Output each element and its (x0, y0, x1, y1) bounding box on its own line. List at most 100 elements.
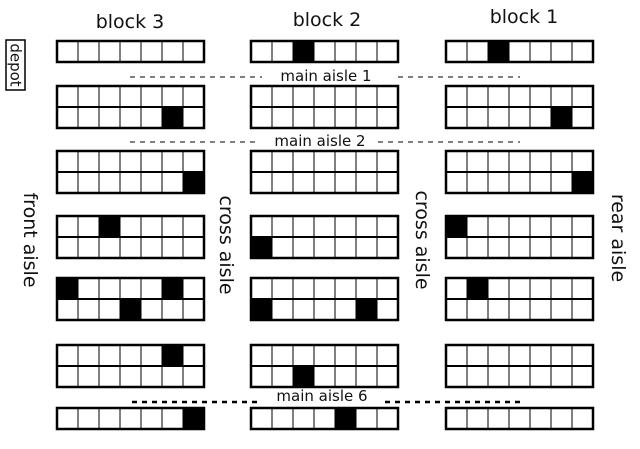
rack-block-1-row-4 (444, 214, 595, 260)
storage-slot (77, 215, 100, 238)
storage-slot (77, 40, 100, 63)
rack-divider (251, 365, 398, 367)
storage-slot-picked (466, 277, 489, 300)
storage-slot (140, 150, 163, 173)
rack-block-2-row-2 (249, 84, 400, 130)
storage-slot (77, 344, 100, 367)
storage-slot (571, 407, 594, 430)
storage-slot (98, 171, 121, 194)
rack-block-2-row-5 (249, 276, 400, 322)
storage-slot (98, 277, 121, 300)
storage-slot-picked (250, 236, 273, 259)
storage-slot (466, 344, 489, 367)
storage-slot (550, 171, 573, 194)
storage-slot (119, 171, 142, 194)
storage-slot (161, 407, 184, 430)
storage-slot-picked (119, 298, 142, 321)
storage-slot (487, 298, 510, 321)
storage-slot (182, 277, 205, 300)
cross-aisle-right-label: cross aisle (411, 190, 433, 289)
storage-slot (508, 171, 531, 194)
rack-outline (444, 406, 595, 431)
storage-slot-picked (161, 277, 184, 300)
storage-slot (571, 40, 594, 63)
storage-slot (98, 106, 121, 129)
rack-outline (444, 343, 595, 389)
rack-divider (251, 298, 398, 300)
storage-slot (140, 277, 163, 300)
storage-slot (77, 85, 100, 108)
storage-slot (571, 344, 594, 367)
storage-slot (571, 106, 594, 129)
storage-slot (313, 344, 336, 367)
storage-slot (508, 85, 531, 108)
rack-block-3-row-7 (55, 406, 206, 431)
storage-slot (140, 407, 163, 430)
storage-slot (376, 150, 399, 173)
rack-block-2-row-4 (249, 214, 400, 260)
storage-slot (77, 407, 100, 430)
storage-slot (56, 407, 79, 430)
storage-slot (466, 407, 489, 430)
rack-outline (444, 84, 595, 130)
storage-slot (271, 215, 294, 238)
storage-slot (334, 365, 357, 388)
rack-divider (446, 365, 593, 367)
storage-slot (571, 277, 594, 300)
storage-slot (529, 171, 552, 194)
rack-block-3-row-1 (55, 39, 206, 64)
storage-slot (292, 215, 315, 238)
storage-slot (334, 171, 357, 194)
storage-slot (466, 85, 489, 108)
storage-slot-picked (292, 40, 315, 63)
storage-slot (466, 106, 489, 129)
storage-slot (56, 85, 79, 108)
storage-slot (250, 40, 273, 63)
storage-slot (529, 236, 552, 259)
storage-slot (140, 236, 163, 259)
storage-slot (529, 106, 552, 129)
storage-slot (98, 236, 121, 259)
storage-slot-picked (182, 171, 205, 194)
storage-slot (292, 344, 315, 367)
main-aisle-lines (130, 76, 520, 404)
rack-outline (55, 84, 206, 130)
storage-slot (98, 365, 121, 388)
storage-slot (271, 171, 294, 194)
rack-divider (57, 171, 204, 173)
storage-slot (313, 171, 336, 194)
storage-slot (466, 150, 489, 173)
rack-block-1-row-7 (444, 406, 595, 431)
rack-outline (249, 149, 400, 195)
storage-slot-picked (56, 277, 79, 300)
rack-outline (55, 343, 206, 389)
storage-slot (119, 407, 142, 430)
storage-slot (508, 298, 531, 321)
rack-outline (55, 149, 206, 195)
storage-slot (292, 407, 315, 430)
storage-slot (571, 215, 594, 238)
storage-slot (334, 236, 357, 259)
storage-slot (98, 85, 121, 108)
storage-slot (56, 215, 79, 238)
rack-divider (251, 171, 398, 173)
storage-slot (313, 236, 336, 259)
storage-slot (161, 171, 184, 194)
storage-slot (529, 215, 552, 238)
storage-slot (313, 407, 336, 430)
storage-slot (355, 85, 378, 108)
storage-slot (292, 236, 315, 259)
rack-outline (55, 406, 206, 431)
storage-slot (508, 365, 531, 388)
storage-slot (334, 215, 357, 238)
storage-slot (292, 277, 315, 300)
storage-slot (313, 150, 336, 173)
rack-outline (444, 149, 595, 195)
storage-slot (529, 407, 552, 430)
storage-slot (292, 298, 315, 321)
depot: depot (5, 39, 26, 91)
rack-outline (55, 214, 206, 260)
storage-slot (376, 298, 399, 321)
storage-slot (550, 236, 573, 259)
